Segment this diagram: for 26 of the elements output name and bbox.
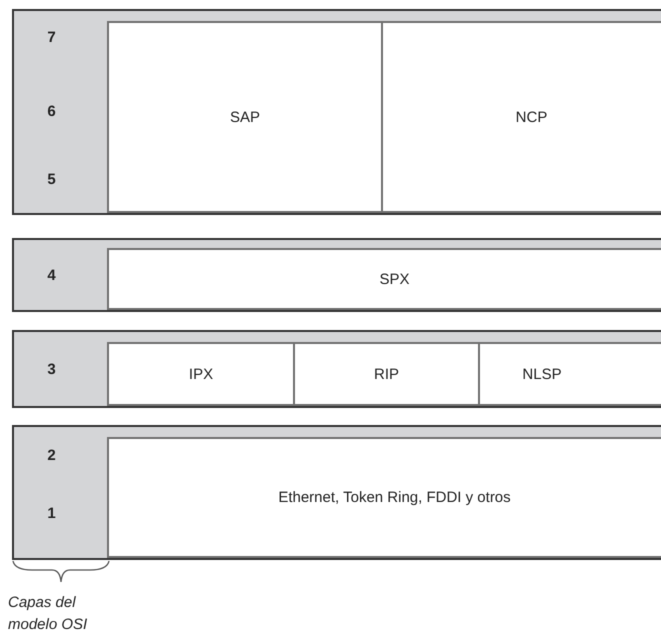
layer-number: 1	[46, 505, 57, 523]
protocol-label: Ethernet, Token Ring, FDDI y otros	[278, 489, 511, 506]
layer-number: 4	[46, 267, 57, 285]
layer-number: 2	[46, 447, 57, 465]
layer-number: 3	[46, 361, 57, 379]
protocol-box	[107, 342, 295, 406]
layer-band	[12, 425, 661, 560]
protocol-box	[107, 21, 383, 213]
protocol-label: RIP	[374, 366, 399, 382]
protocol-label: IPX	[188, 366, 214, 382]
protocol-label: SPX	[379, 270, 410, 288]
layer-band	[12, 238, 661, 312]
layer-number: 6	[46, 103, 57, 121]
layer-number: 7	[46, 29, 57, 47]
protocol-label: NCP	[516, 108, 548, 126]
layer-band	[12, 330, 661, 408]
protocol-box	[381, 21, 661, 213]
protocol-box	[107, 248, 661, 310]
bracket-caption: Capas del modelo OSI	[8, 593, 88, 635]
layer-band	[12, 9, 661, 215]
layer-number: 5	[46, 171, 57, 189]
protocol-box	[293, 342, 480, 406]
protocol-box	[478, 342, 661, 406]
protocol-label: NLSP	[522, 366, 562, 382]
protocol-label: SAP	[230, 108, 260, 126]
protocol-box	[107, 437, 661, 558]
